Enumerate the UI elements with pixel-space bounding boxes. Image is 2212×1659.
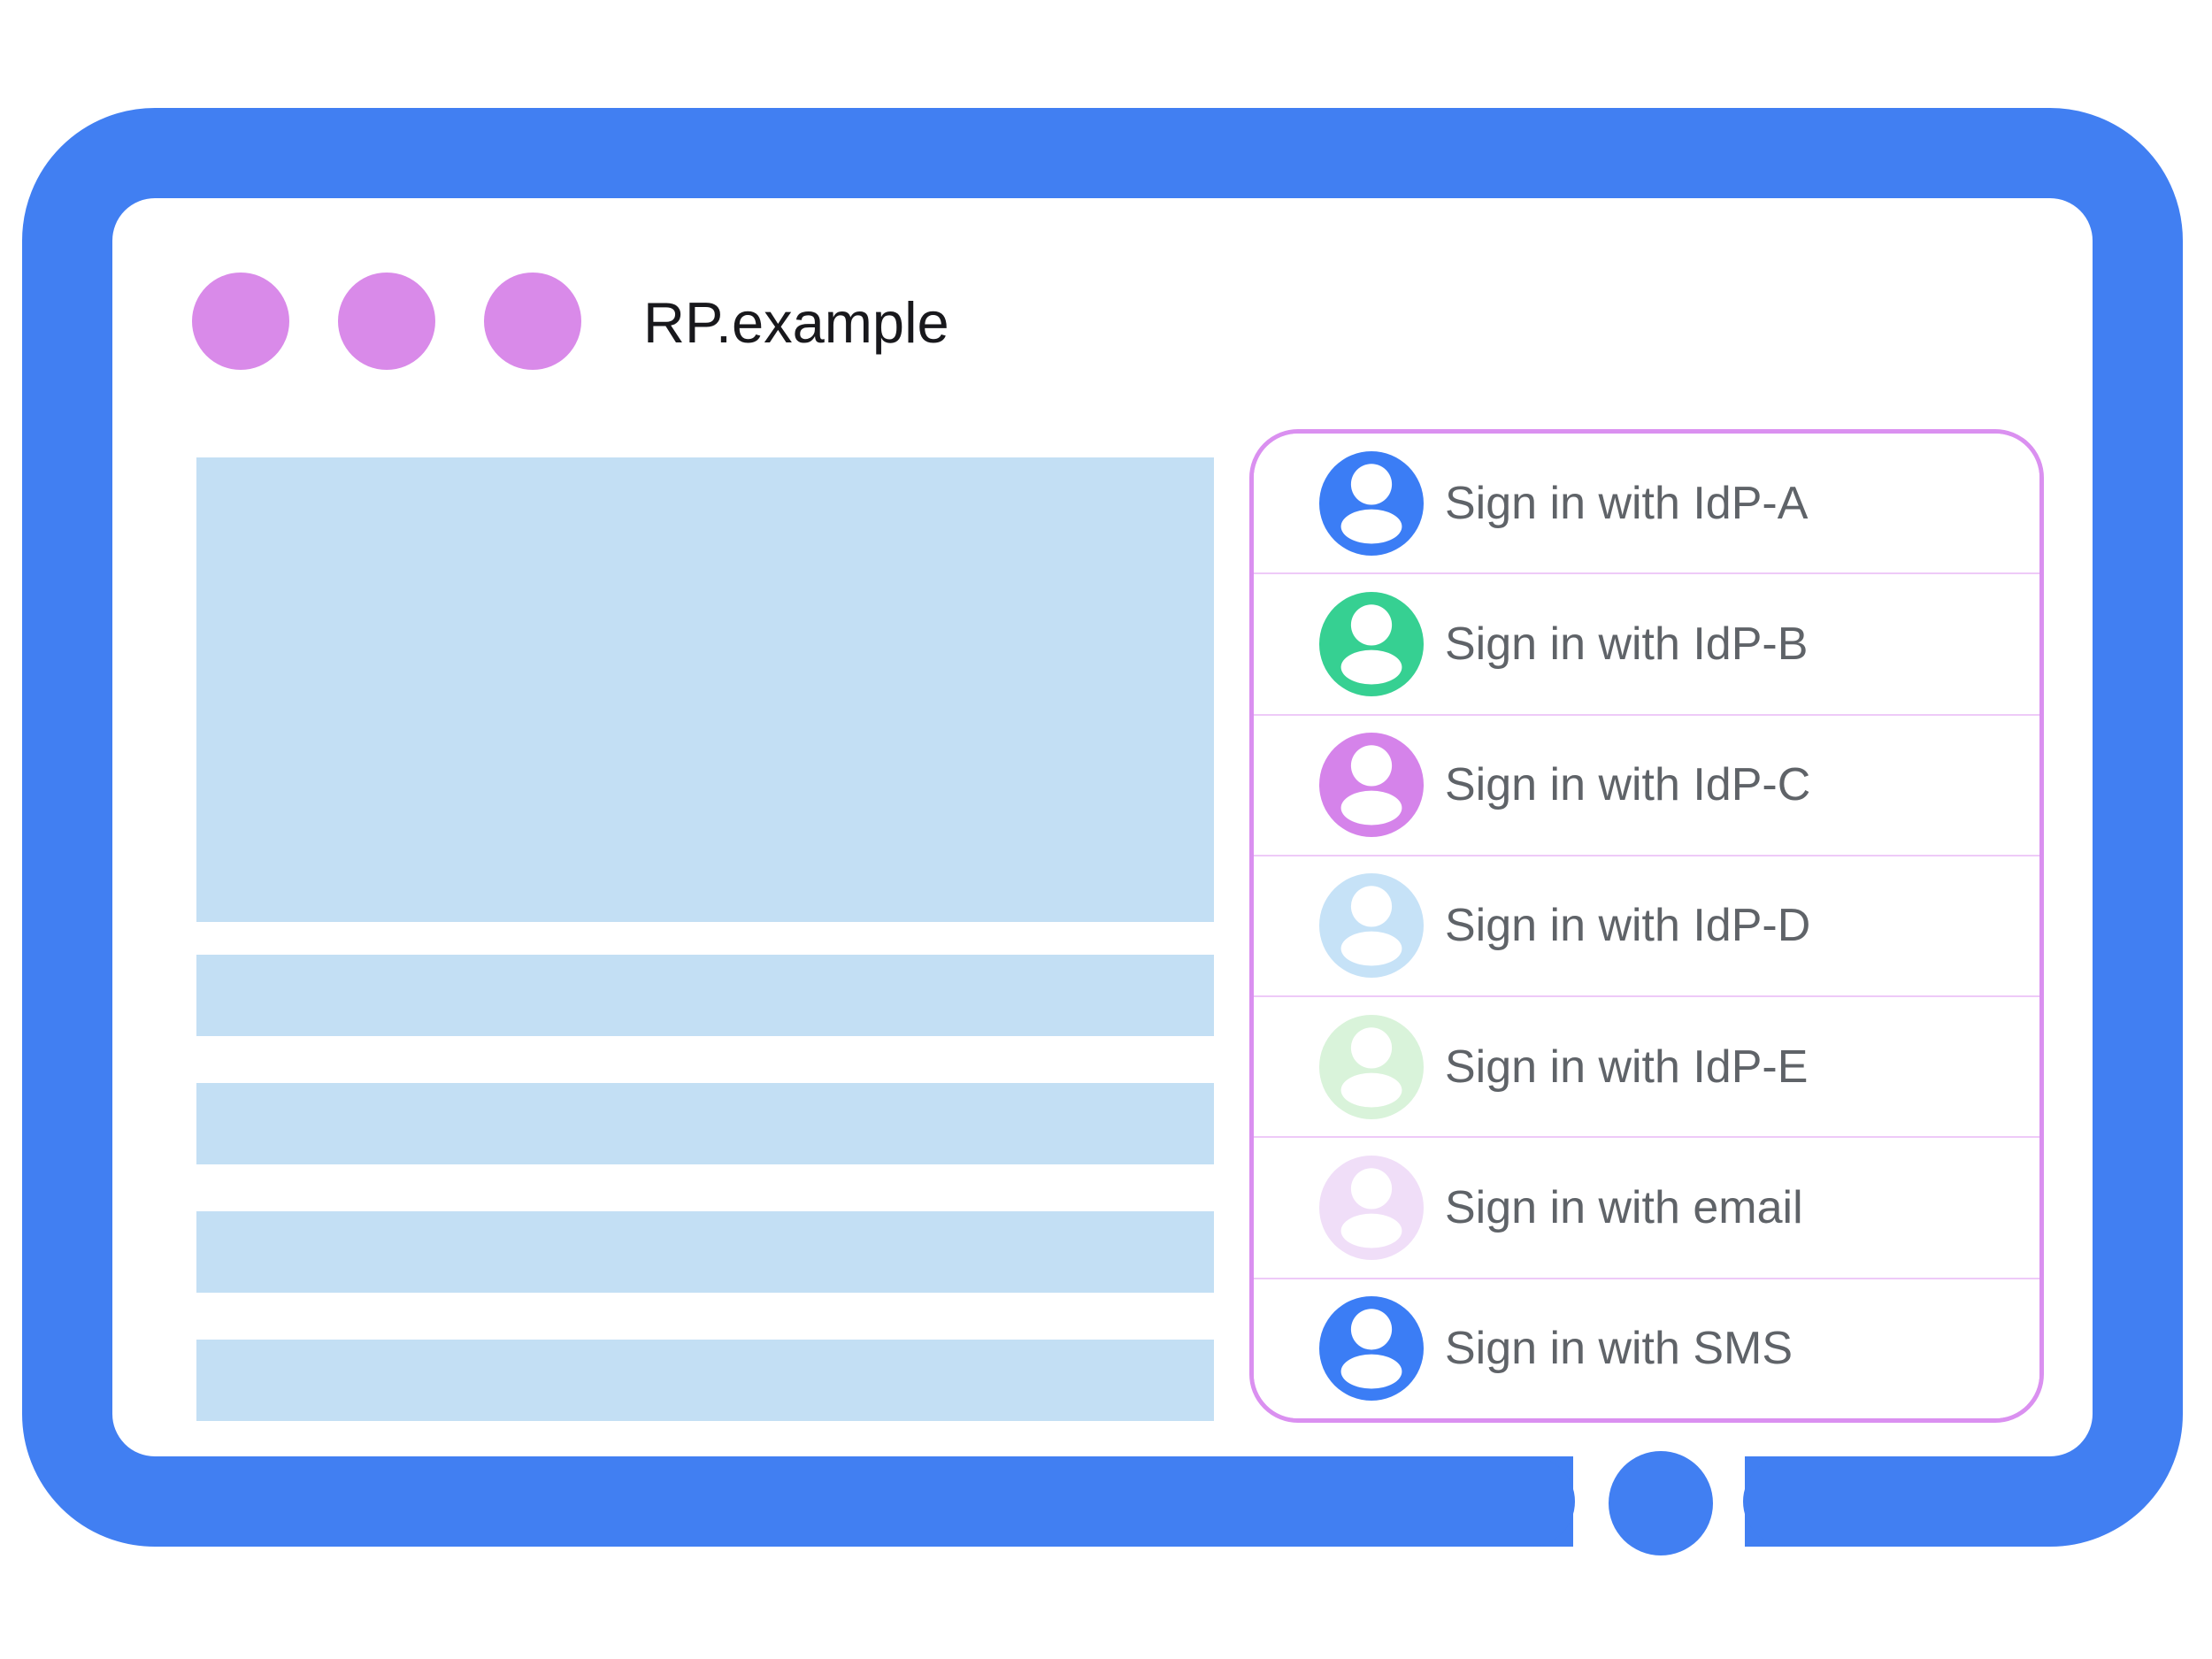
skeleton-bar [196,1083,1214,1164]
signin-option-label: Sign in with IdP-D [1445,900,1811,952]
signin-option-idp-a[interactable]: Sign in with IdP-A [1254,434,2039,575]
notch-cap-left [1495,1456,1575,1547]
user-avatar-icon [1319,1014,1424,1119]
signin-chooser-panel: Sign in with IdP-A Sign in with IdP-B Si… [1249,429,2044,1423]
window-dot [484,273,581,370]
user-avatar-icon [1319,873,1424,979]
signin-option-label: Sign in with IdP-B [1445,618,1809,670]
signin-option-email[interactable]: Sign in with email [1254,1138,2039,1279]
page-title: RP.example [643,290,949,355]
user-avatar-icon [1319,733,1424,838]
skeleton-bar [196,955,1214,1036]
signin-option-sms[interactable]: Sign in with SMS [1254,1279,2039,1418]
signin-option-idp-e[interactable]: Sign in with IdP-E [1254,997,2039,1139]
skeleton-bar [196,1340,1214,1421]
window-controls [192,273,581,370]
user-avatar-icon [1319,1296,1424,1402]
signin-option-idp-c[interactable]: Sign in with IdP-C [1254,715,2039,856]
signin-option-idp-d[interactable]: Sign in with IdP-D [1254,856,2039,998]
notch-cap-right [1743,1456,1823,1547]
signin-option-idp-b[interactable]: Sign in with IdP-B [1254,574,2039,716]
signin-option-label: Sign in with IdP-C [1445,759,1811,811]
signin-option-label: Sign in with IdP-E [1445,1041,1809,1093]
signin-option-label: Sign in with IdP-A [1445,477,1809,529]
window-dot [192,273,289,370]
home-button-icon [1609,1451,1713,1555]
user-avatar-icon [1319,1156,1424,1261]
user-avatar-icon [1319,450,1424,556]
user-avatar-icon [1319,591,1424,696]
hero-content-placeholder [196,457,1214,922]
signin-option-label: Sign in with SMS [1445,1323,1793,1375]
skeleton-bar [196,1211,1214,1293]
signin-option-label: Sign in with email [1445,1182,1803,1234]
window-dot [338,273,435,370]
